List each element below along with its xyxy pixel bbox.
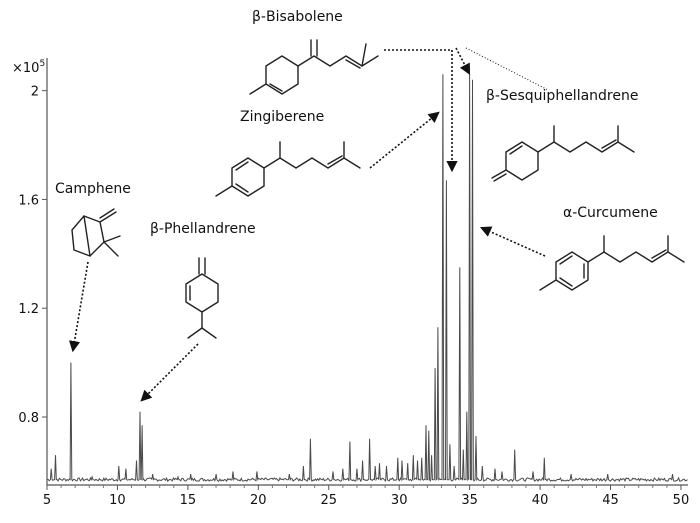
structure-curcumene [539, 235, 685, 291]
label-phellandrene: β-Phellandrene [150, 221, 256, 237]
y-tick-label: 0.8 [18, 411, 39, 426]
x-tick-label: 20 [250, 493, 267, 508]
structure-zingiberene [215, 141, 361, 197]
structure-sesquiphellandrene [491, 125, 635, 182]
x-tick-label: 45 [602, 493, 619, 508]
y-tick-label: 1.2 [18, 302, 39, 317]
arrow-bisabolene-split [455, 47, 471, 75]
y-tick-label: 2 [31, 85, 39, 100]
structure-camphene [71, 208, 121, 257]
x-tick-label: 10 [109, 493, 126, 508]
arrow-camphene [68, 261, 89, 353]
annotation-arrows [68, 47, 546, 402]
arrow-zingiberene [369, 111, 440, 169]
y-tick-label: 1.6 [18, 193, 39, 208]
guide-sesquiphellandrene [465, 47, 549, 91]
axis-ticks: 5 10 15 20 25 30 35 40 45 50 0.8 1.2 1.6 2 [18, 85, 689, 508]
chromatogram-trace [46, 74, 688, 483]
x-tick-label: 5 [43, 493, 51, 508]
label-bisabolene: β-Bisabolene [252, 9, 343, 25]
x-tick-label: 15 [180, 493, 197, 508]
arrow-phellandrene [140, 343, 199, 402]
label-camphene: Camphene [55, 181, 131, 197]
x-tick-label: 25 [320, 493, 337, 508]
structure-bisabolene [249, 39, 379, 95]
label-sesquiphellandrene: β-Sesquiphellandrene [486, 88, 638, 104]
y-multiplier: ×105 [12, 59, 45, 76]
x-tick-label: 40 [532, 493, 549, 508]
x-tick-label: 50 [673, 493, 690, 508]
x-tick-label: 30 [391, 493, 408, 508]
x-tick-label: 35 [461, 493, 478, 508]
label-curcumene: α-Curcumene [563, 205, 658, 221]
arrow-curcumene [479, 226, 546, 257]
label-zingiberene: Zingiberene [240, 109, 324, 125]
structure-phellandrene [185, 257, 219, 339]
arrow-bisabolene [384, 49, 458, 173]
